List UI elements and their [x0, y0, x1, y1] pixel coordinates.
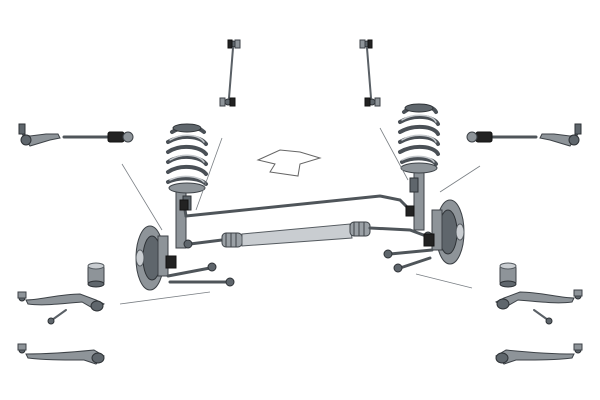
steering-rack-boot-right	[349, 221, 371, 237]
stabilizer-bar	[179, 194, 415, 218]
stabilizer-link-left	[219, 39, 241, 107]
steering-rack	[183, 221, 433, 249]
coil-spring-strut-right	[398, 103, 440, 231]
bolt-right	[533, 309, 553, 325]
direction-arrow	[256, 149, 322, 177]
brake-disc-hub-right	[423, 199, 465, 265]
lower-control-arm-left	[166, 262, 235, 287]
rubber-bushing-left	[87, 262, 105, 288]
tie-rod-end-left	[18, 123, 61, 147]
tie-rod-end-right	[539, 123, 582, 147]
axial-tie-rod-right	[466, 131, 538, 143]
stabilizer-link-right	[359, 39, 381, 107]
lower-control-arm-right	[383, 248, 434, 273]
control-arm-left-upper	[17, 291, 105, 312]
control-arm-right-lower	[495, 343, 583, 365]
control-arm-right-upper	[495, 289, 583, 310]
axial-tie-rod-left	[62, 131, 134, 143]
brake-disc-hub-left	[135, 225, 177, 291]
bolt-left	[47, 309, 67, 325]
coil-spring-strut-left	[166, 123, 208, 249]
leader-lines	[119, 127, 481, 305]
control-arm-left-lower	[17, 343, 105, 365]
rubber-bushing-right	[499, 262, 517, 288]
steering-rack-boot-left	[221, 232, 243, 248]
